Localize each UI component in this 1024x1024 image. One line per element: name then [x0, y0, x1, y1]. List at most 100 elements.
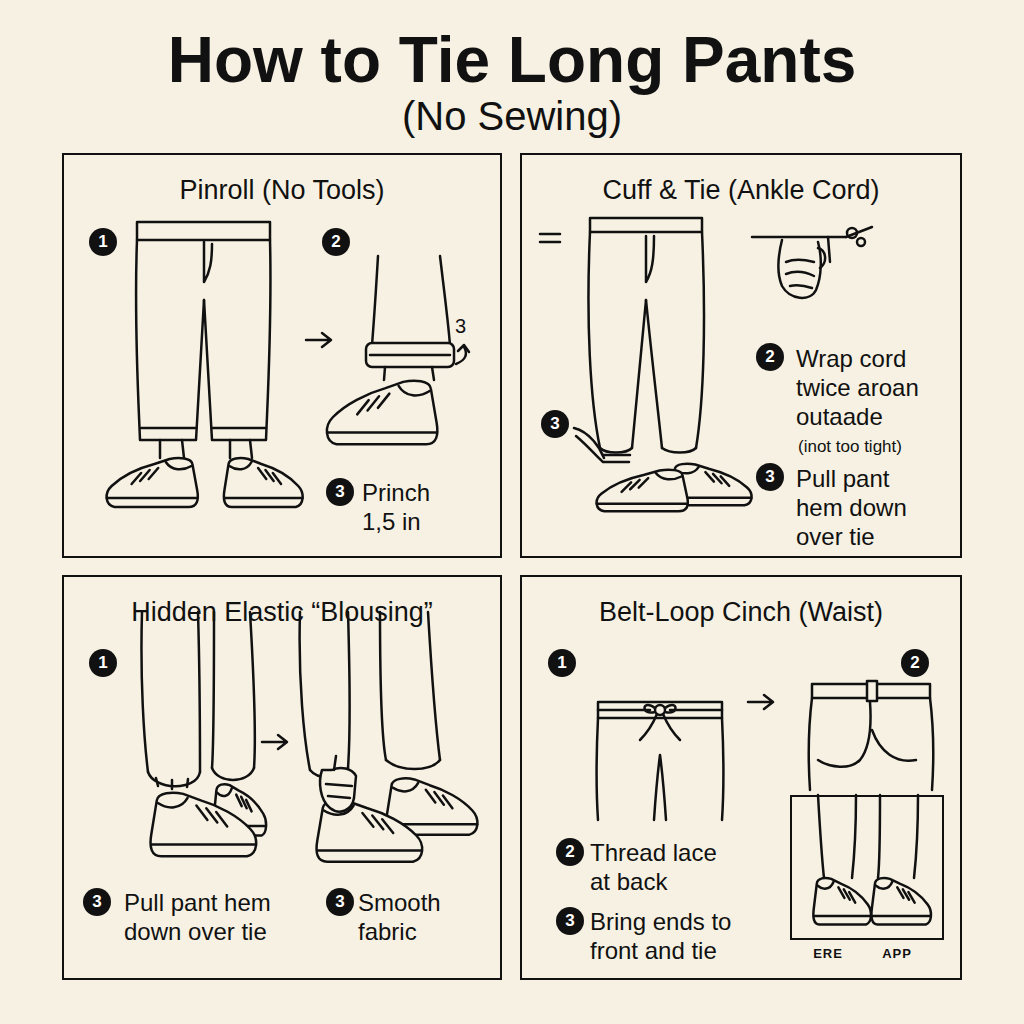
- tie-figure: [590, 218, 702, 232]
- panel-heading: Pinroll (No Tools): [64, 172, 500, 208]
- hand-figure: [326, 784, 352, 798]
- cuff-figure: [366, 343, 454, 367]
- step-text: Princh 1,5 in: [362, 478, 462, 536]
- arrow: [262, 735, 287, 749]
- waist-figure: [640, 714, 680, 740]
- tie-figure: [632, 300, 646, 448]
- back-figure: [852, 795, 856, 878]
- hand-figure: [828, 237, 830, 262]
- callout-number: 1: [548, 649, 576, 677]
- cuff-figure: [366, 256, 454, 380]
- panel: Cuff & Tie (Ankle Cord) 2 Wrap cord twice …: [520, 153, 962, 558]
- waist-figure: [644, 705, 675, 713]
- pulling-figure: [386, 760, 440, 769]
- pants-figure: [204, 242, 212, 282]
- cuff-figure: [440, 256, 450, 345]
- step-text: Wrap cord twice aroan outaade: [796, 344, 936, 431]
- back-figure: [878, 795, 880, 878]
- step-text: Bring ends to front and tie: [590, 907, 775, 965]
- callout-number: 3: [556, 907, 584, 935]
- callout-number: 2: [556, 838, 584, 866]
- pants-figure: [141, 427, 266, 430]
- arrow: [306, 333, 331, 347]
- arrow: [262, 735, 287, 749]
- hand-figure: [334, 756, 336, 770]
- curved-arrow: [456, 345, 469, 364]
- blousing-figure: [212, 612, 214, 768]
- subtitle: (No Sewing): [0, 92, 1024, 140]
- callout-number: 2: [756, 343, 784, 371]
- note-text: (inot too tight): [798, 437, 902, 457]
- panel-heading: Belt-Loop Cinch (Waist): [522, 594, 960, 630]
- hand-figure: [778, 240, 821, 298]
- pants-figure: [160, 440, 252, 458]
- back-figure: [872, 730, 916, 761]
- callout-number: 3: [541, 410, 569, 438]
- step-number: 3: [455, 314, 466, 338]
- back-figure: [930, 698, 933, 790]
- curved-arrow: [458, 345, 469, 352]
- callout-number: 2: [901, 649, 929, 677]
- tie-figure: [574, 428, 604, 458]
- tie-figure: [576, 436, 603, 462]
- callout-number: 2: [322, 228, 350, 256]
- shoe: [151, 793, 257, 857]
- arrow: [748, 695, 773, 709]
- pulling-figure: [300, 612, 440, 777]
- step-text: Pull pant hem down over tie: [124, 888, 304, 946]
- blousing-figure: [212, 768, 254, 780]
- hand-figure: [846, 227, 872, 237]
- pants-figure: [136, 240, 204, 440]
- tie-figure: [646, 236, 654, 282]
- panel: Hidden Elastic “Blousing”13Pull pant hem…: [62, 575, 502, 980]
- tie-figure: [540, 218, 704, 462]
- cuff-figure: [384, 367, 434, 380]
- callout-number: 3: [326, 478, 354, 506]
- arrow: [306, 333, 331, 347]
- waist-figure: [654, 755, 666, 820]
- shoe: [871, 878, 931, 924]
- panel-heading: Hidden Elastic “Blousing”: [64, 594, 500, 630]
- pulling-figure: [348, 612, 350, 768]
- hand-figure: [320, 768, 356, 812]
- arrow: [748, 695, 773, 709]
- hand-figure: [752, 227, 872, 298]
- tie-figure: [540, 234, 560, 242]
- hand-figure: [320, 756, 356, 812]
- tie-figure: [696, 232, 704, 448]
- back-figure: [809, 681, 934, 878]
- step-text: Smooth fabric: [358, 888, 463, 946]
- blousing-figure: [141, 612, 148, 772]
- blousing-figure: [141, 612, 254, 789]
- pulling-figure: [428, 612, 440, 760]
- step-text: Thread lace at back: [590, 838, 740, 896]
- step-text: Pull pant hem down over tie: [796, 464, 921, 551]
- pants-figure: [204, 240, 271, 440]
- tie-figure: [662, 448, 696, 453]
- pants-figure: [136, 222, 271, 458]
- panel-heading: Cuff & Tie (Ankle Cord): [522, 172, 960, 208]
- waist-figure: [722, 718, 724, 820]
- hand-figure: [786, 260, 814, 288]
- waist-figure: [597, 702, 724, 820]
- callout-number: 3: [83, 888, 111, 916]
- pulling-figure: [380, 612, 386, 760]
- back-figure: [818, 702, 871, 767]
- shoe: [224, 458, 303, 507]
- tie-figure: [646, 300, 662, 448]
- inset-label: ERE: [798, 946, 858, 962]
- blousing-figure: [156, 778, 188, 789]
- blousing-figure: [250, 612, 255, 768]
- waist-figure: [598, 702, 722, 718]
- hand-figure: [752, 236, 846, 239]
- shoe: [597, 470, 688, 512]
- pants-figure: [137, 222, 270, 240]
- panel: Pinroll (No Tools)1233Princh 1,5 in: [62, 153, 502, 558]
- hand-figure: [857, 238, 865, 246]
- shoe: [107, 458, 198, 507]
- shoe: [327, 381, 437, 445]
- shoe: [813, 878, 871, 924]
- cuff-figure: [372, 256, 378, 345]
- inset-label: APP: [867, 946, 927, 962]
